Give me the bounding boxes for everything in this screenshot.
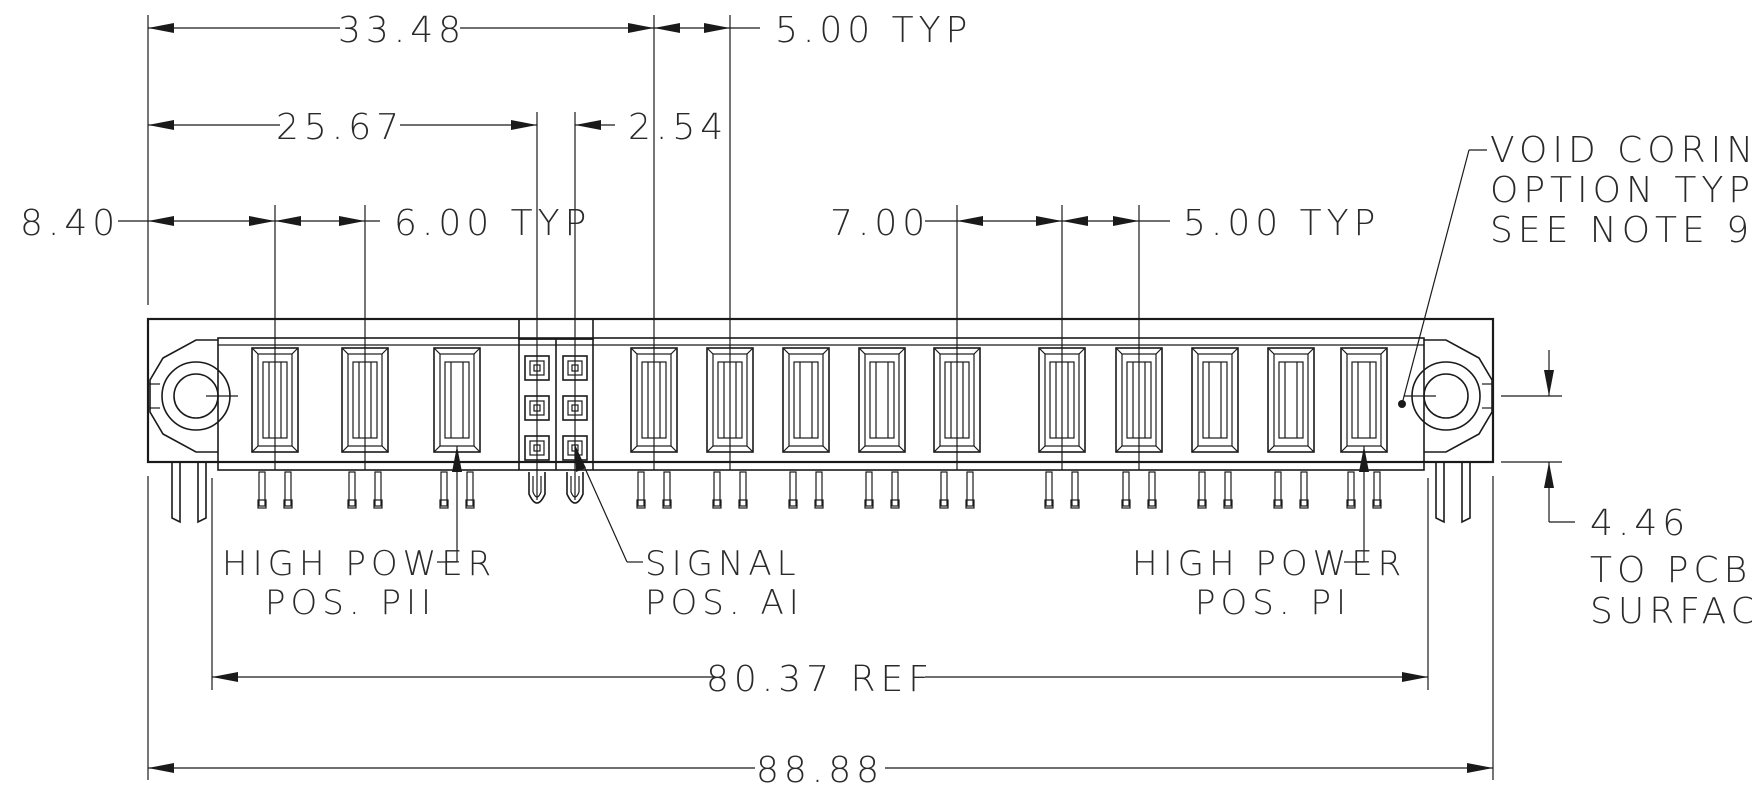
- pcb-pin: [1223, 471, 1233, 509]
- dim-88-88-label: 88.88: [756, 750, 884, 791]
- pcb-pin: [939, 471, 949, 509]
- dim-8-40-label: 8.40: [20, 203, 120, 244]
- dim-to-pcb-label: TO PCB: [1590, 550, 1752, 591]
- high-power-pi-line1: HIGH POWER: [1132, 544, 1406, 584]
- pcb-pin: [1197, 471, 1207, 509]
- dim-surface-label: SURFACE: [1590, 591, 1752, 632]
- callout-void-coring: VOID CORING OPTION TYP SEE NOTE 9: [1401, 130, 1752, 405]
- dim-25-67: 25.67: [148, 107, 537, 148]
- void-coring-line1: VOID CORING: [1490, 130, 1752, 171]
- pcb-pin: [257, 471, 267, 509]
- power-contact-pockets: [251, 347, 1388, 453]
- pcb-pin: [1121, 471, 1131, 509]
- dim-33-48-label: 33.48: [338, 10, 466, 51]
- pcb-pin: [890, 471, 900, 509]
- dim-2-54: 2.54: [575, 107, 728, 148]
- power-pocket: [1191, 347, 1239, 453]
- pcb-pin: [439, 471, 449, 509]
- pcb-pin: [788, 471, 798, 509]
- pcb-pin: [965, 471, 975, 509]
- dim-5-00-typ-mid: 5.00 TYP: [1062, 203, 1380, 244]
- pcb-pin: [1346, 471, 1356, 509]
- signal-line2: POS. AI: [645, 583, 804, 623]
- pcb-pin: [373, 471, 383, 509]
- right-mounting-ear: [1398, 339, 1494, 453]
- pcb-pins: [257, 471, 1382, 509]
- power-pocket: [433, 347, 481, 453]
- high-power-pi-line2: POS. PI: [1195, 583, 1351, 623]
- pcb-pin: [1044, 471, 1054, 509]
- power-pocket: [1340, 347, 1388, 453]
- callout-high-power-pii: HIGH POWER POS. PII: [222, 446, 496, 623]
- extension-lines: [147, 15, 1562, 780]
- power-pocket: [782, 347, 830, 453]
- pcb-pin: [1070, 471, 1080, 509]
- power-pocket: [858, 347, 906, 453]
- dim-6-00-typ: 6.00 TYP: [275, 203, 591, 244]
- dim-33-48: 33.48: [148, 10, 654, 51]
- dim-4-46: 4.46 TO PCB SURFACE: [1544, 350, 1752, 632]
- callout-signal: SIGNAL POS. AI: [574, 445, 804, 623]
- dim-5-00-typ-mid-label: 5.00 TYP: [1183, 203, 1380, 244]
- dim-2-54-label: 2.54: [628, 107, 728, 148]
- dim-5-00-typ-top: 5.00 TYP: [654, 10, 972, 51]
- pcb-pin: [662, 471, 672, 509]
- pcb-pin: [347, 471, 357, 509]
- dim-80-37-ref: 80.37 REF: [212, 659, 1428, 700]
- high-power-pii-line2: POS. PII: [265, 583, 436, 623]
- pcb-pin: [1372, 471, 1382, 509]
- dim-5-00-typ-top-label: 5.00 TYP: [775, 10, 972, 51]
- mounting-posts: [171, 462, 1471, 524]
- void-coring-line3: SEE NOTE 9: [1490, 210, 1752, 251]
- dim-88-88: 88.88: [148, 750, 1493, 791]
- dim-7-00: 7.00: [830, 203, 1062, 244]
- pcb-pin: [814, 471, 824, 509]
- pcb-pin: [1147, 471, 1157, 509]
- pcb-pin: [1273, 471, 1283, 509]
- callout-high-power-pi: HIGH POWER POS. PI: [1132, 446, 1406, 623]
- dim-25-67-label: 25.67: [276, 107, 404, 148]
- dim-4-46-label: 4.46: [1590, 503, 1690, 544]
- power-pocket: [1267, 347, 1315, 453]
- left-mounting-ear: [148, 339, 238, 453]
- signal-line1: SIGNAL: [645, 544, 801, 584]
- high-power-pii-line1: HIGH POWER: [222, 544, 496, 584]
- pcb-pin: [465, 471, 475, 509]
- dim-7-00-label: 7.00: [830, 203, 930, 244]
- pcb-pin: [636, 471, 646, 509]
- dim-80-37-ref-label: 80.37 REF: [706, 659, 934, 700]
- void-coring-line2: OPTION TYP: [1490, 170, 1752, 211]
- pcb-pin: [1299, 471, 1309, 509]
- pcb-pin: [283, 471, 293, 509]
- pcb-pin: [738, 471, 748, 509]
- dim-6-00-typ-label: 6.00 TYP: [394, 203, 591, 244]
- pcb-pin: [712, 471, 722, 509]
- pcb-pin: [864, 471, 874, 509]
- connector-body: [146, 317, 1495, 471]
- dim-8-40: 8.40: [20, 203, 275, 244]
